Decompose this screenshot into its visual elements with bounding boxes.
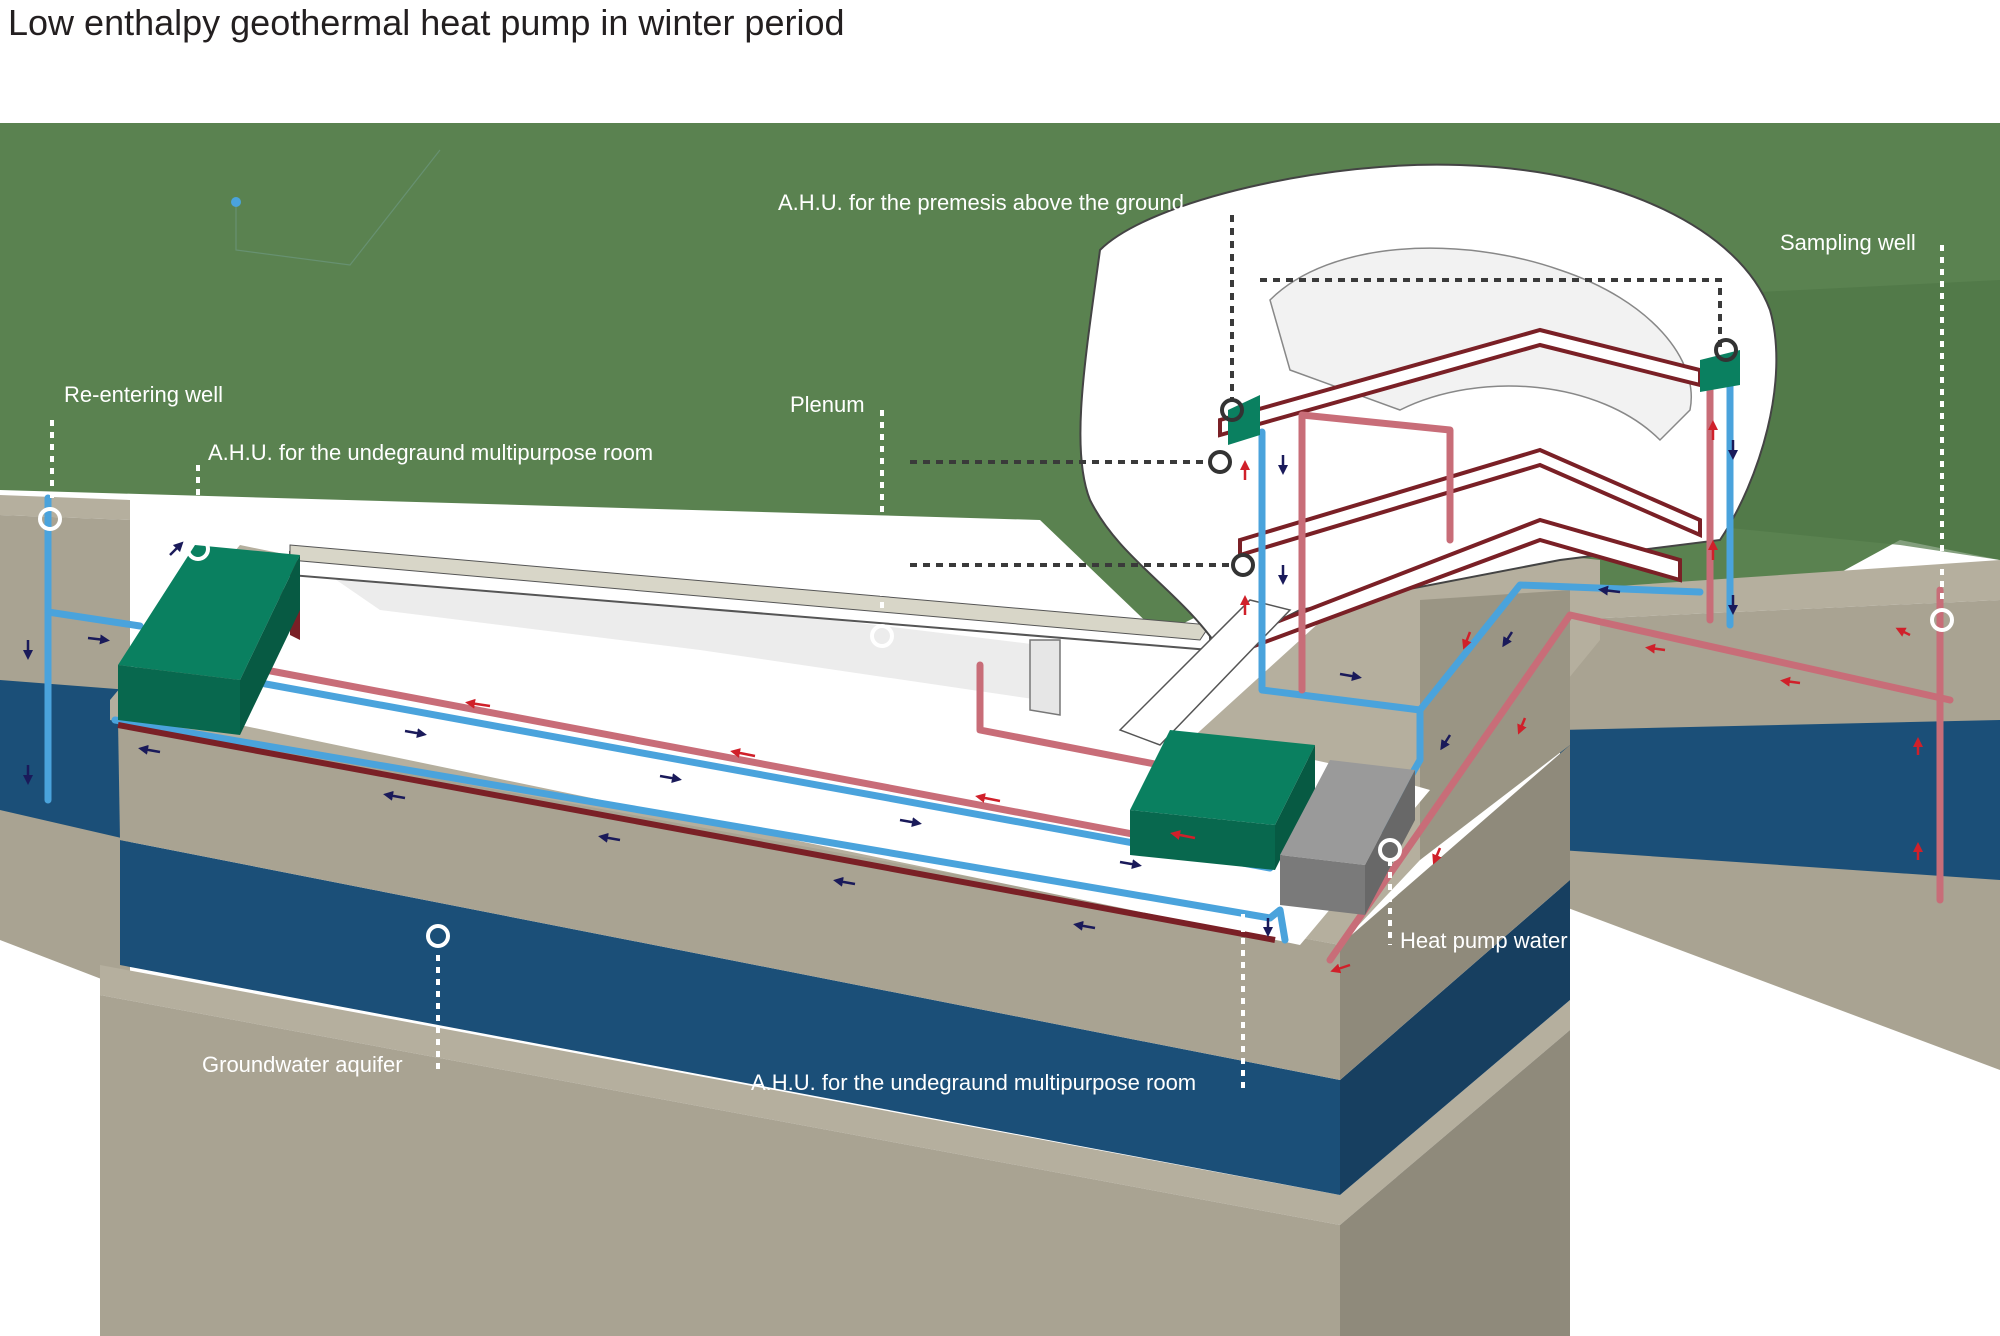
labels: Re-entering well A.H.U. for the undegrau… bbox=[64, 190, 1916, 1095]
marker-ahu-underground-top bbox=[186, 537, 210, 561]
aquifer-side bbox=[1340, 880, 1570, 1195]
label-ahu-underground-top: A.H.U. for the undegraund multipurpose r… bbox=[208, 440, 653, 465]
basement-front-wall bbox=[118, 720, 1340, 1080]
cold-pipe-well-to-ahu bbox=[44, 608, 144, 630]
aquifer-front bbox=[120, 840, 1340, 1195]
floor-edge-pipe bbox=[117, 722, 1276, 943]
basement-side-wall bbox=[1340, 745, 1570, 1080]
hot-pipe-main-floor bbox=[251, 664, 1274, 864]
heat-pump-unit bbox=[1280, 760, 1415, 915]
building-ramp bbox=[1118, 599, 1292, 746]
marker-sampling-well bbox=[1930, 608, 1954, 632]
marker-heat-pump bbox=[1378, 838, 1402, 862]
cold-pipes bbox=[44, 371, 1734, 944]
right-water-layer bbox=[1560, 720, 2000, 880]
plenum-end bbox=[1029, 639, 1061, 716]
hot-pipe-upper-building bbox=[1298, 411, 1454, 544]
survey-line bbox=[235, 149, 441, 266]
marker-ahu-underground-bottom bbox=[1231, 868, 1255, 892]
marker-plenum bbox=[870, 624, 894, 648]
left-soil-top bbox=[0, 495, 130, 520]
marker-upper-floor-1 bbox=[1208, 450, 1232, 474]
marker-groundwater-aquifer bbox=[426, 924, 450, 948]
label-reentering-well: Re-entering well bbox=[64, 382, 223, 407]
label-ahu-underground-bottom: A.H.U. for the undegraund multipurpose r… bbox=[751, 1070, 1196, 1095]
label-heat-pump: Heat pump water water bbox=[1400, 928, 1627, 953]
cold-pipe-main-front bbox=[111, 716, 1289, 944]
foundation-slab-side bbox=[1340, 1030, 1570, 1336]
marker-upper-right-ahu bbox=[1714, 338, 1738, 362]
ahu-underground-right bbox=[1130, 730, 1315, 870]
diagram-title: Low enthalpy geothermal heat pump in win… bbox=[8, 2, 845, 43]
ahu-upper-left bbox=[1228, 395, 1260, 445]
label-plenum: Plenum bbox=[790, 392, 865, 417]
label-markers bbox=[38, 338, 1954, 948]
label-sampling-well: Sampling well bbox=[1780, 230, 1916, 255]
survey-marker bbox=[231, 197, 241, 207]
marker-upper-floor-2 bbox=[1231, 553, 1255, 577]
left-water-layer bbox=[0, 680, 130, 840]
label-groundwater-aquifer: Groundwater aquifer bbox=[202, 1052, 403, 1077]
flow-arrows-hot bbox=[465, 420, 1923, 974]
ahu-underground-left bbox=[118, 545, 300, 735]
flow-arrows-cold bbox=[23, 440, 1738, 937]
hot-pipe-right-main bbox=[1326, 611, 1954, 964]
leader-lines bbox=[50, 215, 1944, 1090]
label-ahu-above-ground: A.H.U. for the premesis above the ground bbox=[778, 190, 1184, 215]
marker-ahu-above-ground bbox=[1220, 398, 1244, 422]
above-ground-building bbox=[1079, 163, 1778, 652]
foundation-slab-front bbox=[100, 995, 1340, 1336]
marker-reentering-well bbox=[38, 507, 62, 531]
hot-pipes bbox=[251, 371, 1954, 964]
hot-pipe-plenum-feed bbox=[976, 661, 1164, 769]
cold-pipe-main-floor bbox=[251, 678, 1274, 872]
